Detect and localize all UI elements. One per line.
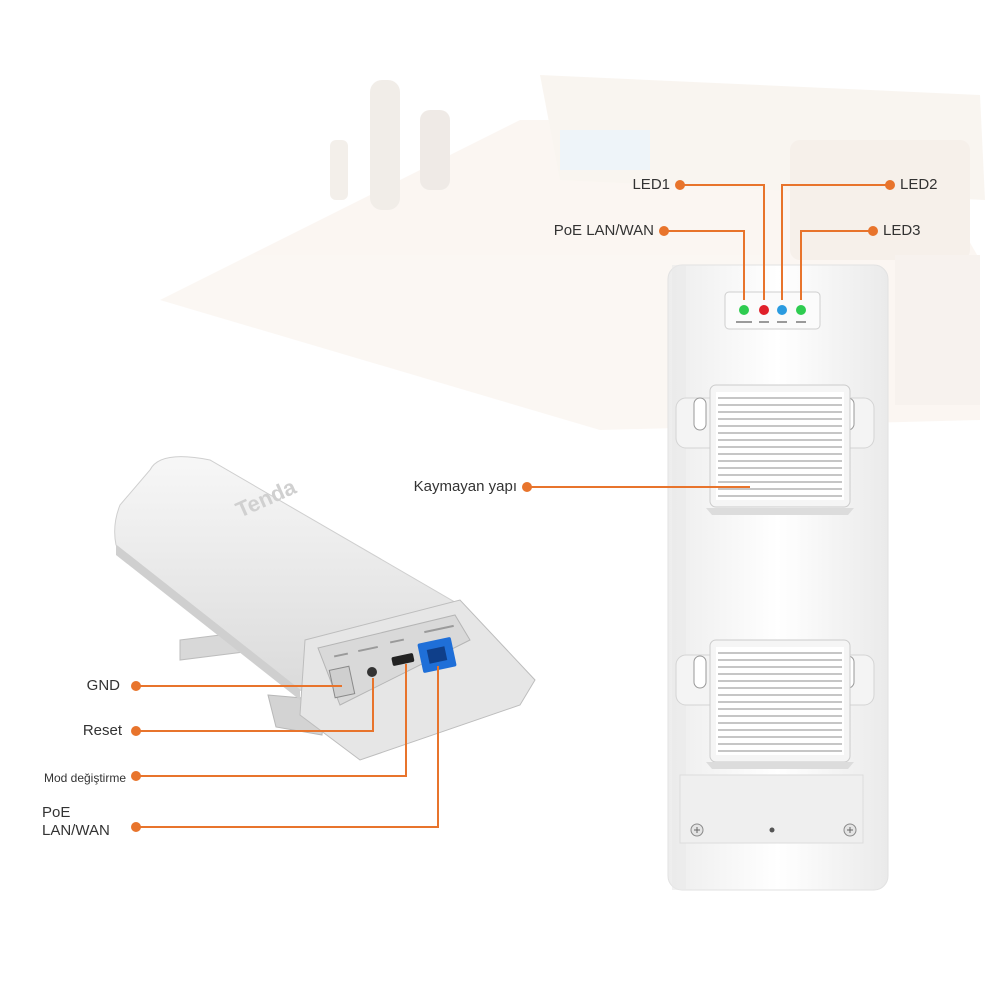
label-led1: LED1 bbox=[632, 176, 670, 193]
callout-line-led2 bbox=[781, 184, 890, 300]
background-blur bbox=[160, 75, 985, 430]
callout-line-mode bbox=[136, 664, 407, 777]
mounting-bracket-bottom bbox=[675, 639, 875, 769]
callout-line-led1 bbox=[680, 184, 765, 300]
label-poe-lan-wan-bottom: PoE LAN/WAN bbox=[42, 804, 132, 840]
label-mode-switch: Mod değiştirme bbox=[43, 771, 126, 785]
device-side-view bbox=[114, 456, 536, 761]
bottom-cover bbox=[679, 774, 864, 844]
callout-line-led3 bbox=[800, 230, 873, 300]
led-1 bbox=[759, 305, 769, 315]
callout-lines bbox=[131, 180, 895, 832]
label-led2: LED2 bbox=[900, 176, 938, 193]
mode-switch bbox=[391, 653, 415, 666]
label-poe-lan-wan-top: PoE LAN/WAN bbox=[553, 222, 654, 239]
label-poe-line1: PoE bbox=[42, 804, 71, 821]
mounting-bracket-top bbox=[675, 384, 875, 515]
label-non-slip-structure: Kaymayan yapı bbox=[413, 478, 517, 495]
callout-line-poe-bottom bbox=[136, 666, 439, 828]
label-reset: Reset bbox=[82, 722, 122, 739]
callout-line-reset bbox=[136, 678, 374, 732]
label-poe-line2: LAN/WAN bbox=[42, 822, 110, 839]
led-2 bbox=[777, 305, 787, 315]
led-3 bbox=[796, 305, 806, 315]
label-gnd: GND bbox=[86, 677, 120, 694]
reset-hole bbox=[367, 667, 377, 677]
label-led3: LED3 bbox=[883, 222, 921, 239]
device-front-view bbox=[667, 264, 889, 891]
led-lan-wan bbox=[739, 305, 749, 315]
callout-line-poe-top bbox=[664, 230, 745, 300]
